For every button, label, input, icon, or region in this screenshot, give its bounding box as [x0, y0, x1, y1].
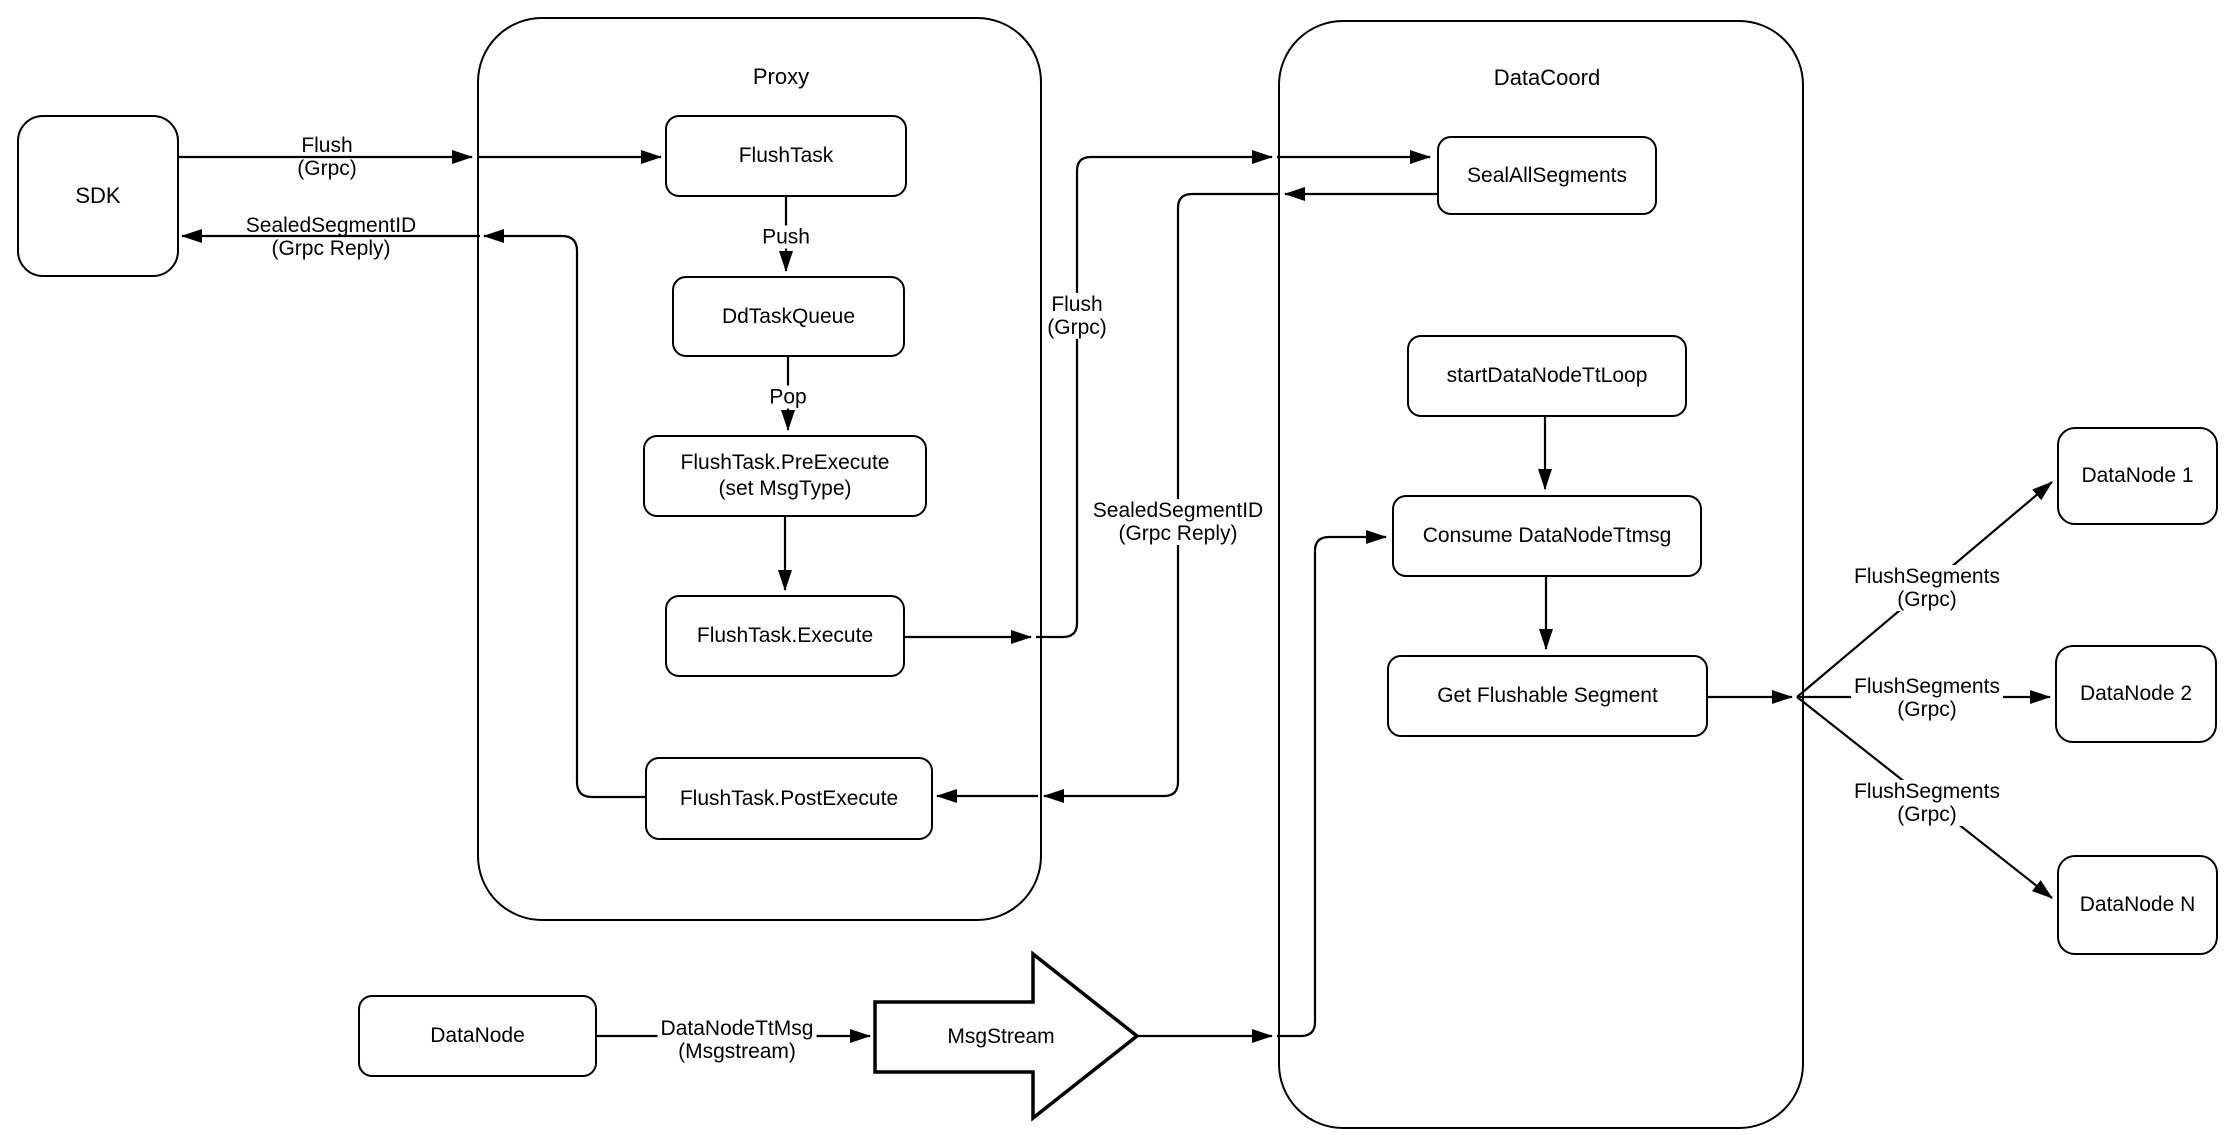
node-sdk: SDK: [17, 115, 179, 277]
node-datanode1-label: DataNode 1: [2081, 464, 2194, 487]
node-startdatanodettloop: startDataNodeTtLoop: [1407, 335, 1687, 417]
edge-flush-up: [1036, 150, 1273, 639]
proxy-container: [477, 17, 1042, 921]
label-sealedsegmentid-mid: SealedSegmentID (Grpc Reply): [1089, 499, 1267, 545]
node-sealallsegments: SealAllSegments: [1437, 136, 1657, 215]
node-postexecute: FlushTask.PostExecute: [645, 757, 933, 840]
edge-postexecute-proxyedge: [483, 229, 645, 799]
label-flushsegments-1: FlushSegments (Grpc): [1851, 565, 2003, 611]
label-push: Push: [759, 225, 813, 249]
node-ddtaskqueue-label: DdTaskQueue: [721, 304, 856, 328]
node-flushtask: FlushTask: [665, 115, 907, 197]
node-startdatanodettloop-label: startDataNodeTtLoop: [1446, 364, 1648, 387]
node-datanode: DataNode: [358, 995, 597, 1077]
datacoord-title: DataCoord: [1493, 65, 1601, 90]
node-execute: FlushTask.Execute: [665, 595, 905, 677]
datacoord-container: [1278, 20, 1804, 1129]
label-flush-sdk: Flush (Grpc): [297, 134, 357, 180]
label-flush-grpc-mid: Flush (Grpc): [1044, 293, 1110, 339]
node-getflushablesegment-label: Get Flushable Segment: [1437, 684, 1658, 707]
node-execute-label: FlushTask.Execute: [696, 624, 874, 647]
edge-reply-down: [1043, 192, 1280, 803]
node-flushtask-label: FlushTask: [738, 144, 834, 167]
edge-msgstream-consume: [1277, 530, 1387, 1038]
node-preexecute-label: FlushTask.PreExecute: [680, 451, 890, 474]
node-ddtaskqueue: DdTaskQueue: [672, 276, 905, 357]
node-consumedatanodettmsg: Consume DataNodeTtmsg: [1392, 495, 1702, 577]
label-flushsegments-2: FlushSegments (Grpc): [1851, 675, 2003, 721]
node-preexecute: FlushTask.PreExecute (set MsgType): [643, 435, 927, 517]
node-datanode2: DataNode 2: [2055, 645, 2217, 743]
node-sealallsegments-label: SealAllSegments: [1467, 163, 1627, 187]
label-pop: Pop: [766, 385, 810, 409]
node-datanoden-label: DataNode N: [2079, 893, 2196, 916]
node-datanoden: DataNode N: [2057, 855, 2218, 955]
node-sdk-label: SDK: [75, 183, 121, 208]
node-preexecute-sublabel: (set MsgType): [718, 477, 852, 500]
node-datanode-label: DataNode: [430, 1024, 525, 1047]
node-getflushablesegment: Get Flushable Segment: [1387, 655, 1708, 737]
node-consumedatanodettmsg-label: Consume DataNodeTtmsg: [1422, 524, 1672, 547]
proxy-title: Proxy: [752, 64, 810, 89]
node-postexecute-label: FlushTask.PostExecute: [679, 786, 899, 810]
node-datanode2-label: DataNode 2: [2079, 682, 2193, 705]
msgstream-shape: [873, 950, 1140, 1122]
node-datanode1: DataNode 1: [2057, 427, 2218, 525]
label-sealedsegmentid-sdk: SealedSegmentID (Grpc Reply): [245, 214, 417, 260]
label-flushsegments-3: FlushSegments (Grpc): [1851, 780, 2003, 826]
msgstream-label: MsgStream: [947, 1025, 1055, 1048]
label-datanodettmsg: DataNodeTtMsg (Msgstream): [657, 1017, 817, 1063]
